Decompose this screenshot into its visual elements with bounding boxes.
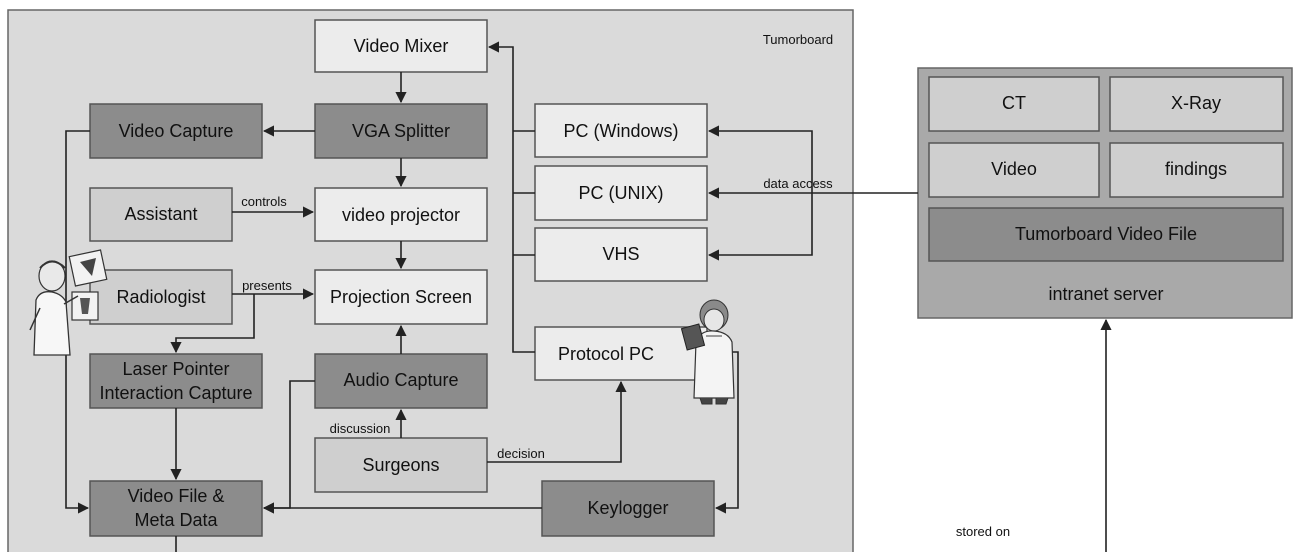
sources-to-mixer-arrow [487,41,535,353]
video-file-label-line2: Meta Data [134,510,218,530]
laser-pointer-box [89,353,263,409]
data-access-label: data access [763,176,833,191]
pc-windows-box [534,103,708,158]
video-projector-box [314,187,488,242]
keylogger-label: Keylogger [587,498,668,518]
data-access-windows-arrow [707,125,813,193]
ct-label: CT [1002,93,1026,113]
radiologist-figure-icon [29,249,108,356]
vga-splitter-label: VGA Splitter [352,121,450,141]
pc-unix-box [534,165,708,221]
discussion-label: discussion [330,421,391,436]
protocol-pc-box [534,326,708,381]
presents-label: presents [242,278,292,293]
data-access-vhs-arrow [707,193,813,261]
projection-screen-box [314,269,488,325]
video-mixer-label: Video Mixer [354,36,449,56]
pc-windows-label: PC (Windows) [563,121,678,141]
decision-label: decision [497,446,545,461]
video-label: Video [991,159,1037,179]
intranet-server-label: intranet server [1048,284,1163,304]
surgeons-decision-arrow [487,380,627,463]
ct-box [928,76,1100,132]
controls-label: controls [241,194,287,209]
radiologist-label: Radiologist [116,287,205,307]
surgeons-box [314,437,488,493]
xray-label: X-Ray [1171,93,1221,113]
tumorboard-video-file-box [928,207,1284,262]
protocol-pc-label: Protocol PC [558,344,654,364]
video-box [928,142,1100,198]
keylogger-box [541,480,715,537]
audio-capture-label: Audio Capture [343,370,458,390]
video-capture-box [89,103,263,159]
findings-box [1109,142,1284,198]
laser-pointer-label-line2: Interaction Capture [99,383,252,403]
laser-pointer-label-line1: Laser Pointer [122,359,229,379]
assistant-label: Assistant [124,204,197,224]
vhs-box [534,227,708,282]
vhs-label: VHS [602,244,639,264]
projection-screen-label: Projection Screen [330,287,472,307]
radiologist-to-laser-arrow [170,294,255,354]
vga-splitter-box [314,103,488,159]
video-projector-label: video projector [342,205,460,225]
video-file-box [89,480,263,537]
findings-label: findings [1165,159,1227,179]
video-mixer-box [314,19,488,73]
tumorboard-video-file-label: Tumorboard Video File [1015,224,1197,244]
tumorboard-label: Tumorboard [763,32,833,47]
surgeons-label: Surgeons [362,455,439,475]
stored-on-label: stored on [956,524,1010,539]
doctor-figure-icon [680,299,735,405]
assistant-box [89,187,233,242]
video-capture-label: Video Capture [119,121,234,141]
audio-capture-box [314,353,488,409]
pc-unix-label: PC (UNIX) [579,183,664,203]
radiologist-box [89,269,233,325]
xray-box [1109,76,1284,132]
video-file-label-line1: Video File & [128,486,225,506]
